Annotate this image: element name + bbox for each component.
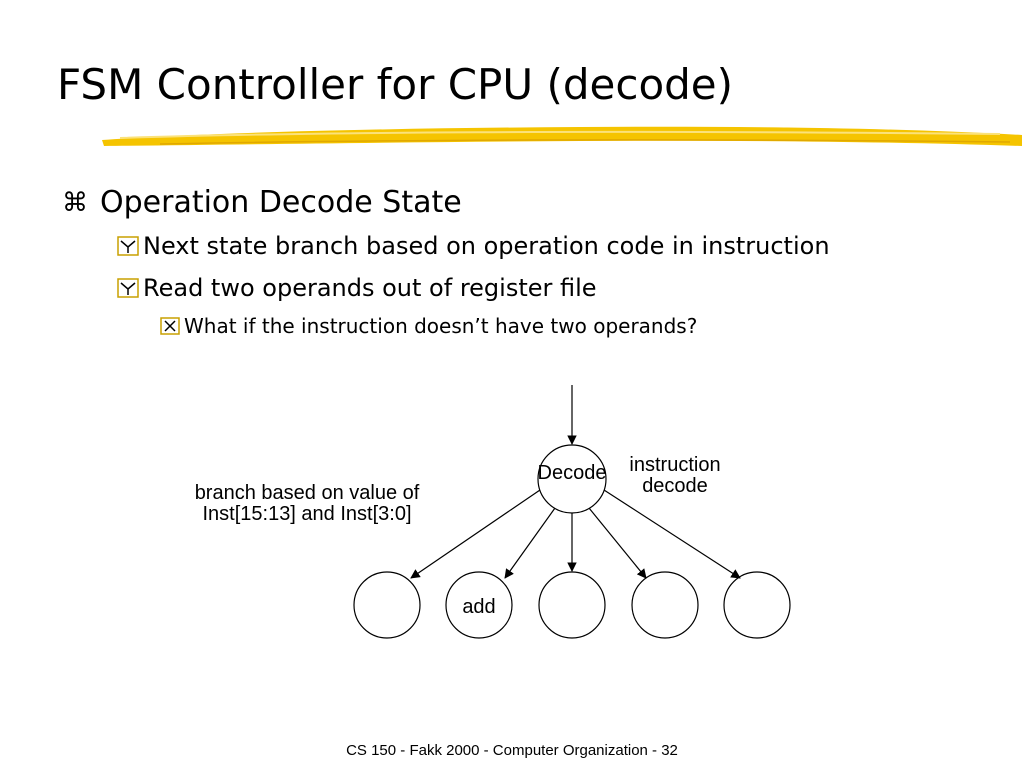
bullet-level2-next-state: Next state branch based on operation cod… <box>117 232 830 260</box>
bullet-text: Operation Decode State <box>100 185 462 220</box>
bullet-text: Read two operands out of register file <box>143 274 597 302</box>
transition-arrow-5 <box>603 489 741 579</box>
checkbox-x-icon <box>160 317 180 335</box>
slide-title: FSM Controller for CPU (decode) <box>57 60 734 109</box>
checkbox-y-icon <box>117 236 139 256</box>
bullet-text: Next state branch based on operation cod… <box>143 232 830 260</box>
annotation-line: instruction <box>629 454 721 476</box>
annotation-line: branch based on value of <box>194 482 420 504</box>
add-state-node <box>445 571 513 639</box>
bullet-text: What if the instruction doesn’t have two… <box>184 314 698 338</box>
state-node-3 <box>538 571 606 639</box>
slide-footer: CS 150 - Fakk 2000 - Computer Organizati… <box>346 742 678 759</box>
state-node-4 <box>631 571 699 639</box>
checkbox-y-icon <box>117 278 139 298</box>
command-key-icon: ⌘ <box>62 187 88 218</box>
branch-annotation: branch based on value of Inst[15:13] and… <box>172 483 442 525</box>
annotation-line: decode <box>642 475 708 497</box>
state-node-5 <box>723 571 791 639</box>
bullet-level1-operation-decode: ⌘ Operation Decode State <box>62 185 462 220</box>
state-node-1 <box>353 571 421 639</box>
yellow-brush-stroke <box>102 126 1022 146</box>
transition-arrow-4 <box>588 507 647 579</box>
bullet-level2-read-operands: Read two operands out of register file <box>117 274 597 302</box>
annotation-line: Inst[15:13] and Inst[3:0] <box>202 503 412 525</box>
transition-arrow-1 <box>410 489 541 579</box>
transition-arrow-2 <box>504 507 556 579</box>
add-node-label: add <box>462 596 496 618</box>
instruction-decode-annotation: instruction decode <box>612 455 738 497</box>
decode-node-label: Decode <box>537 462 607 484</box>
bullet-level3-question: What if the instruction doesn’t have two… <box>160 314 697 338</box>
